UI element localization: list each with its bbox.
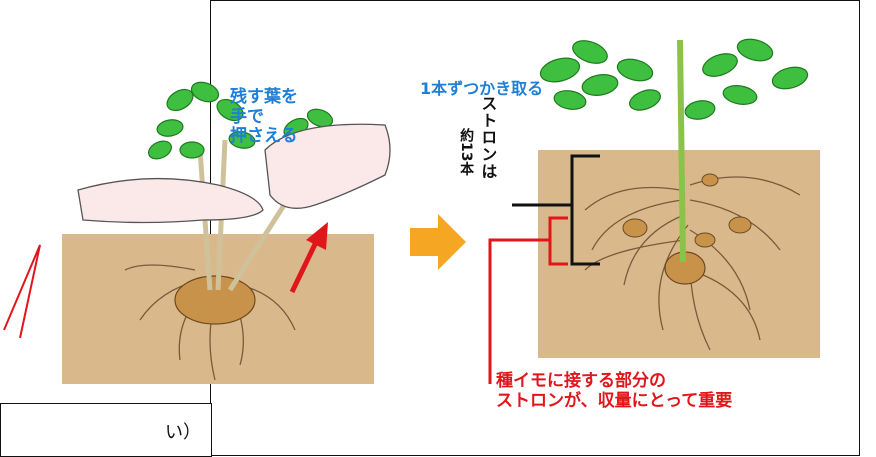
important-note-line1: 種イモに接する部分の <box>496 372 732 392</box>
stem-right <box>680 40 683 262</box>
left-panel <box>62 79 390 384</box>
stolon-count-main-label: ストロンは <box>478 95 496 180</box>
callout-lines <box>4 245 40 338</box>
seed-potato-left <box>175 276 255 324</box>
important-note-label: 種イモに接する部分の ストロンが、収量にとって重要 <box>496 372 732 411</box>
leaves-right <box>538 36 810 122</box>
hold-leaves-label: 残す葉を 手で 押さえる <box>230 88 298 147</box>
corner-caption-text: い） <box>165 418 201 444</box>
stolon-count-sub-label: 約13本 <box>458 128 474 175</box>
corner-caption-box: い） <box>0 403 212 457</box>
transition-arrow <box>410 214 466 270</box>
important-note-line2: ストロンが、収量にとって重要 <box>496 392 732 412</box>
